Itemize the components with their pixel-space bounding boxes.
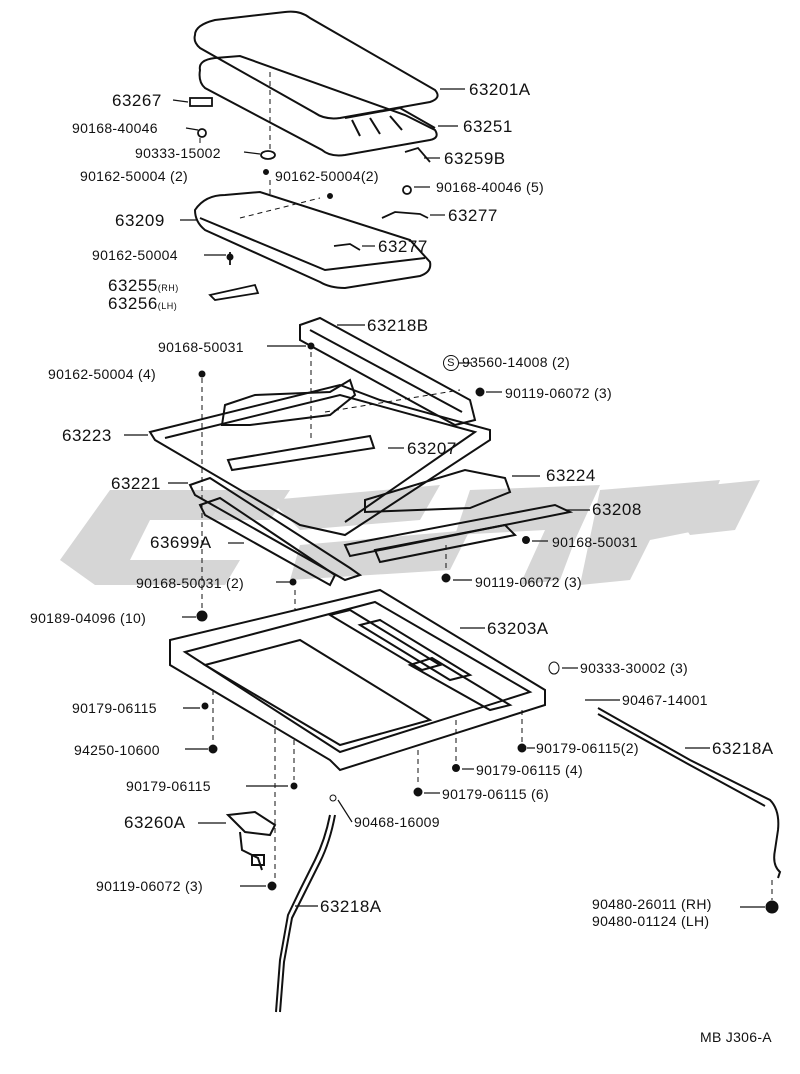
small-parts-upper — [189, 97, 431, 301]
sunshade — [193, 190, 432, 290]
label-90467-14001: 90467-14001 — [622, 692, 708, 708]
fasteners — [196, 169, 779, 914]
label-94250-10600: 94250-10600 — [74, 742, 160, 758]
label-90162-50004: 90162-50004 — [92, 247, 178, 263]
rear-guide-rail — [299, 316, 477, 427]
label-90333-30002: 90333-30002 (3) — [580, 660, 689, 676]
label-90179-06115-2: 90179-06115(2) — [536, 740, 639, 756]
label-90162-50004-2b: 90162-50004(2) — [275, 168, 379, 184]
label-63201A: 63201A — [469, 80, 531, 99]
label-90168-40046: 90168-40046 — [72, 120, 158, 136]
label-63218A-right: 63218A — [712, 739, 774, 758]
label-90179-06115-6: 90179-06115 (6) — [442, 786, 549, 802]
s-mark-icon: S — [443, 355, 459, 372]
label-63207: 63207 — [407, 439, 457, 458]
label-90189-04096: 90189-04096 (10) — [30, 610, 147, 626]
label-90168-50031-b: 90168-50031 — [552, 534, 638, 550]
label-63256-number: 63256 — [108, 294, 158, 313]
label-63699A: 63699A — [150, 533, 212, 552]
label-63223: 63223 — [62, 426, 112, 445]
label-90162-50004-2a: 90162-50004 (2) — [80, 168, 189, 184]
label-63218B: 63218B — [367, 316, 429, 335]
weatherstrip-frame — [198, 54, 438, 157]
drain-hoses — [275, 707, 782, 1013]
frame-assembly — [148, 378, 512, 537]
label-90179-06115-a: 90179-06115 — [72, 700, 157, 716]
label-90168-50031: 90168-50031 — [158, 339, 244, 355]
label-93560-14008-text: 93560-14008 (2) — [462, 354, 571, 370]
label-63251: 63251 — [463, 117, 513, 136]
motor-assembly — [225, 810, 277, 871]
label-90480-01124: 90480-01124 (LH) — [592, 913, 710, 929]
diagram-reference-code: MB J306-A — [700, 1029, 772, 1045]
label-90480-26011: 90480-26011 (RH) — [592, 896, 712, 912]
label-90168-40046-5: 90168-40046 (5) — [436, 179, 545, 195]
side-rail-assemblies — [188, 476, 574, 587]
label-90333-15002: 90333-15002 — [135, 145, 221, 161]
label-63277-a: 63277 — [448, 206, 498, 225]
label-90468-16009: 90468-16009 — [354, 814, 440, 830]
label-63255: 63255(RH) — [108, 277, 179, 294]
label-63255-side: (RH) — [157, 283, 179, 293]
label-63277-b: 63277 — [378, 237, 428, 256]
leader-lines — [124, 88, 765, 908]
label-63260A: 63260A — [124, 813, 186, 832]
label-63255-number: 63255 — [108, 276, 158, 295]
label-90179-06115-b: 90179-06115 — [126, 778, 211, 794]
label-63218A-left: 63218A — [320, 897, 382, 916]
label-90119-06072-3c: 90119-06072 (3) — [96, 878, 203, 894]
glass-panel — [193, 10, 439, 120]
label-90119-06072-3b: 90119-06072 (3) — [475, 574, 582, 590]
label-63209: 63209 — [115, 211, 165, 230]
label-63256: 63256(LH) — [108, 295, 177, 312]
label-63267: 63267 — [112, 91, 162, 110]
label-63259B: 63259B — [444, 149, 506, 168]
label-63224: 63224 — [546, 466, 596, 485]
hidden-lines — [199, 72, 773, 900]
label-90168-50031-2: 90168-50031 (2) — [136, 575, 245, 591]
label-90162-50004-4: 90162-50004 (4) — [48, 366, 157, 382]
label-63203A: 63203A — [487, 619, 549, 638]
label-63208: 63208 — [592, 500, 642, 519]
label-63221: 63221 — [111, 474, 161, 493]
label-63256-side: (LH) — [157, 301, 178, 311]
label-90179-06115-4: 90179-06115 (4) — [476, 762, 583, 778]
label-90119-06072-3a: 90119-06072 (3) — [505, 385, 612, 401]
housing-frame — [169, 588, 546, 772]
